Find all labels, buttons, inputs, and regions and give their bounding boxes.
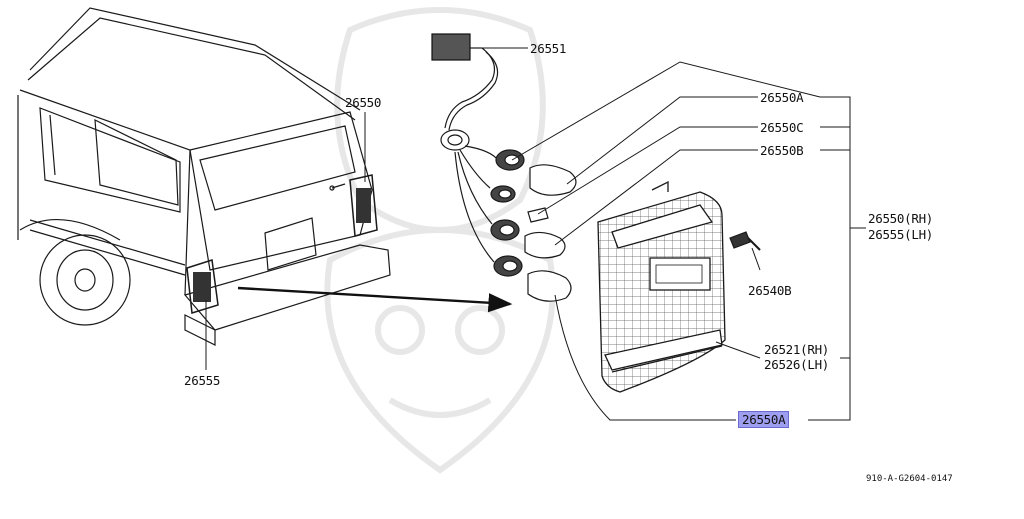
bulb-sockets bbox=[490, 149, 577, 302]
tail-lamp-lens bbox=[597, 180, 726, 393]
label-26550A-top[interactable]: 26550A bbox=[760, 90, 804, 105]
label-26555-lh[interactable]: 26555(LH) bbox=[868, 227, 934, 242]
label-26521-rh[interactable]: 26521(RH) bbox=[764, 342, 830, 357]
label-26550C[interactable]: 26550C bbox=[760, 120, 804, 135]
label-26550-vehicle[interactable]: 26550 bbox=[345, 95, 382, 110]
label-26540B[interactable]: 26540B bbox=[748, 283, 792, 298]
vehicle-illustration bbox=[17, 7, 391, 346]
callout-arrow bbox=[237, 286, 513, 313]
label-26526-lh[interactable]: 26526(LH) bbox=[764, 357, 830, 372]
diagram-code: 910-A-G2604-0147 bbox=[866, 474, 953, 484]
leader-lines bbox=[482, 47, 866, 421]
label-26551[interactable]: 26551 bbox=[530, 41, 567, 56]
watermark-emblem bbox=[324, 7, 556, 474]
label-26550A-selected[interactable]: 26550A bbox=[738, 411, 790, 428]
wiring-harness bbox=[431, 33, 499, 263]
label-26550-rh[interactable]: 26550(RH) bbox=[868, 211, 934, 226]
label-26555-vehicle[interactable]: 26555 bbox=[184, 373, 221, 388]
label-26550B[interactable]: 26550B bbox=[760, 143, 804, 158]
screw bbox=[729, 231, 761, 251]
